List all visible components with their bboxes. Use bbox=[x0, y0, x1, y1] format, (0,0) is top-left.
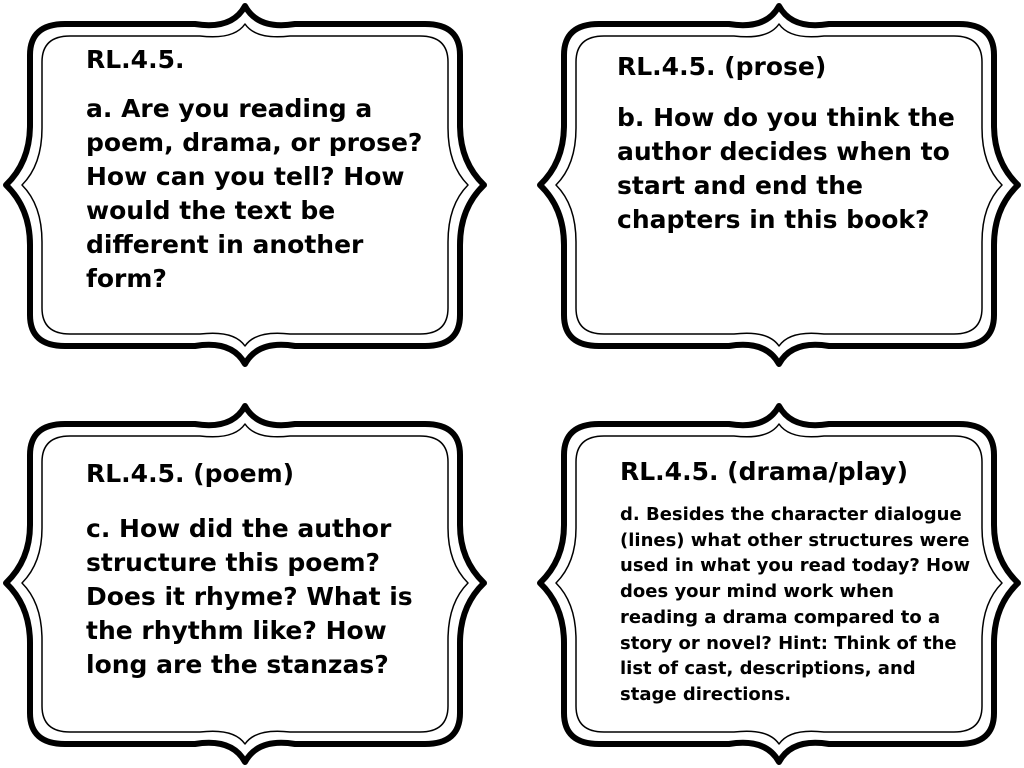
task-card-b: RL.4.5. (prose) b. How do you think the … bbox=[534, 0, 1024, 370]
card-question: d. Besides the character dialogue (lines… bbox=[620, 504, 971, 705]
decorative-frame bbox=[537, 403, 1021, 765]
card-content: RL.4.5. a. Are you reading a poem, drama… bbox=[86, 46, 426, 296]
card-question: a. Are you reading a poem, drama, or pro… bbox=[86, 94, 423, 293]
card-heading: RL.4.5. (prose) bbox=[617, 52, 827, 81]
task-card-c: RL.4.5. (poem) c. How did the author str… bbox=[0, 400, 490, 768]
card-content: RL.4.5. (drama/play) d. Besides the char… bbox=[620, 458, 972, 708]
task-card-a: RL.4.5. a. Are you reading a poem, drama… bbox=[0, 0, 490, 370]
card-question: c. How did the author structure this poe… bbox=[86, 514, 413, 679]
decorative-frame bbox=[3, 403, 487, 765]
card-content: RL.4.5. (prose) b. How do you think the … bbox=[617, 53, 957, 237]
card-heading: RL.4.5. (poem) bbox=[86, 459, 295, 488]
card-heading: RL.4.5. bbox=[86, 45, 185, 74]
card-question: b. How do you think the author decides w… bbox=[617, 103, 955, 234]
decorative-frame bbox=[3, 3, 487, 367]
card-heading: RL.4.5. (drama/play) bbox=[620, 457, 909, 486]
decorative-frame bbox=[537, 3, 1021, 367]
card-content: RL.4.5. (poem) c. How did the author str… bbox=[86, 460, 426, 682]
task-card-d: RL.4.5. (drama/play) d. Besides the char… bbox=[534, 400, 1024, 768]
